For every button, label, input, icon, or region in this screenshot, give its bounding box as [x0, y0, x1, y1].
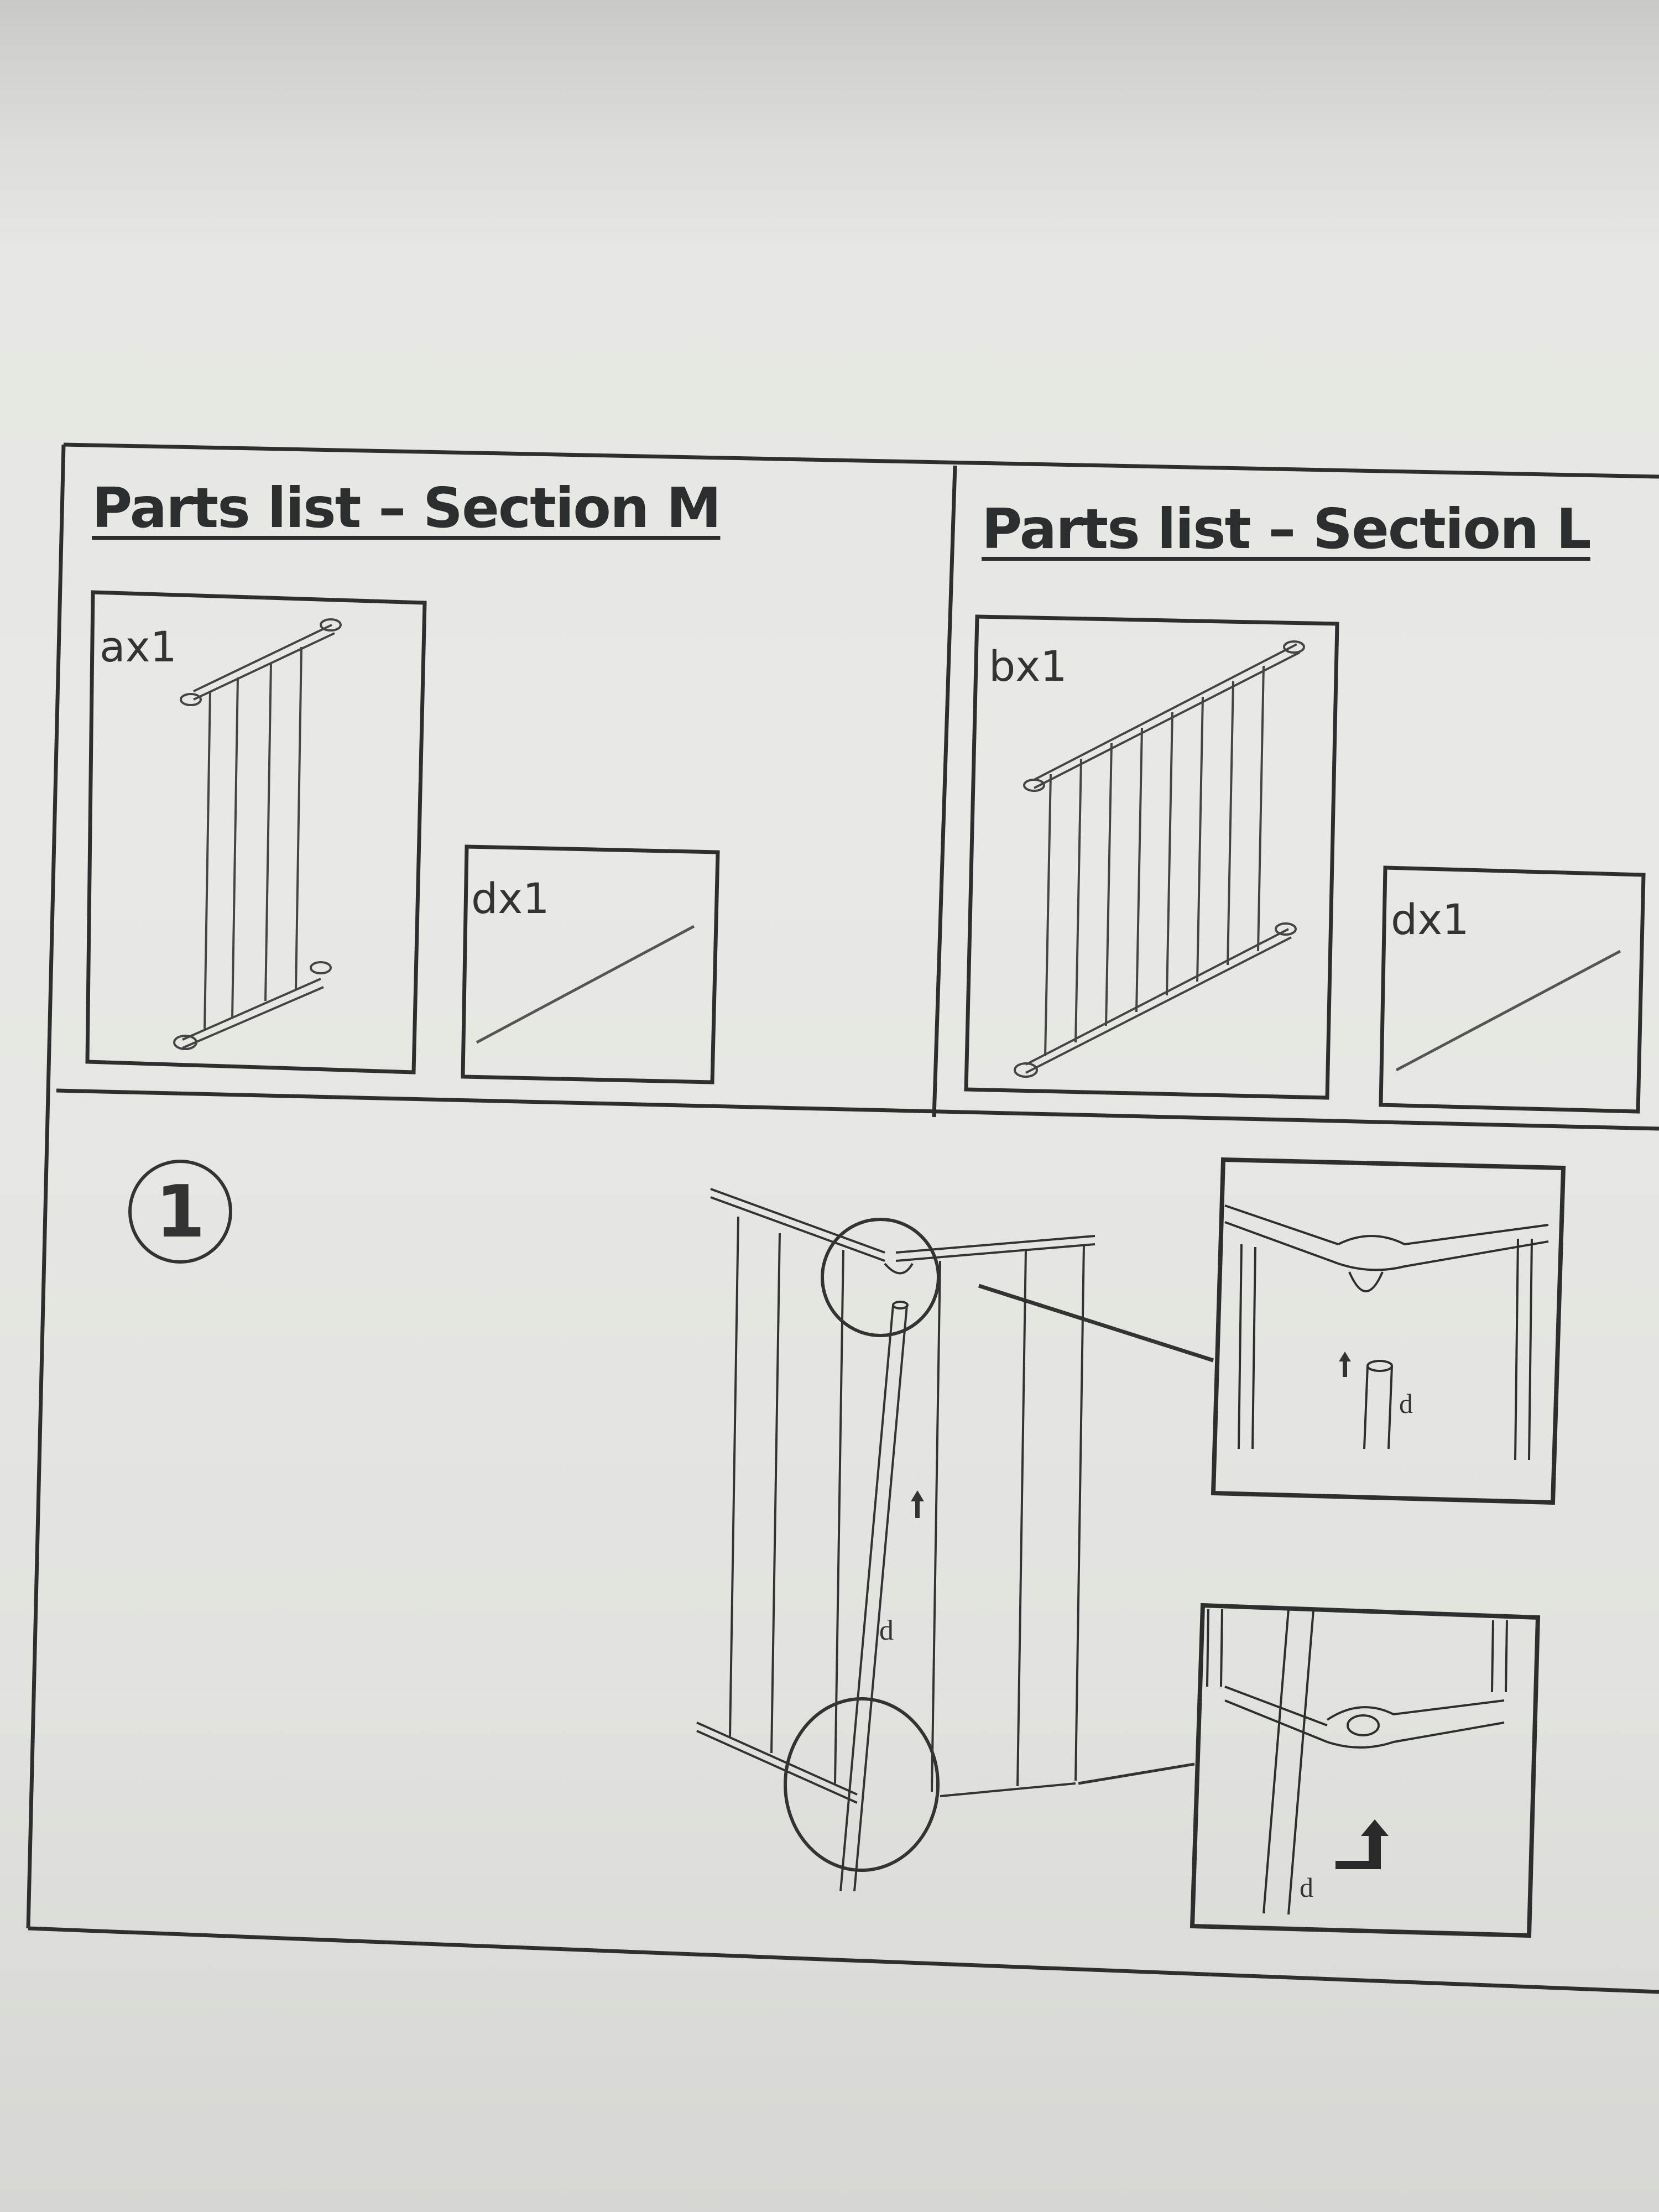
step-number-badge: 1	[128, 1160, 232, 1264]
panel-b-illustration	[1014, 640, 1305, 1078]
rod-label-main: d	[879, 1615, 894, 1646]
part-box-bx1	[964, 614, 1339, 1100]
panel-a-illustration	[173, 618, 342, 1050]
turn-up-arrow-icon	[1335, 1819, 1389, 1869]
section-m-title: Parts list – Section M	[92, 476, 721, 540]
rod-label-detail-bottom: d	[1300, 1872, 1313, 1903]
part-label-bx1: bx1	[989, 641, 1067, 691]
assembly-illustration	[696, 1188, 1214, 1892]
rod-label-detail-top: d	[1399, 1388, 1413, 1419]
detail-inset-bottom	[1190, 1603, 1541, 1938]
part-label-dx1-m: dx1	[471, 874, 550, 923]
part-box-dx1-l	[1379, 865, 1646, 1114]
up-arrow-icon	[1339, 1352, 1351, 1377]
part-box-ax1	[85, 590, 427, 1074]
rod-d-illustration	[1395, 950, 1621, 1072]
part-box-dx1-m	[461, 844, 720, 1084]
detail-circle-bottom	[784, 1697, 940, 1872]
part-label-dx1-l: dx1	[1391, 895, 1469, 944]
part-label-ax1: ax1	[100, 622, 177, 671]
up-arrow-icon	[911, 1490, 924, 1518]
detail-circle-top	[821, 1218, 940, 1337]
rod-d-illustration	[476, 925, 695, 1044]
section-l-title: Parts list – Section L	[982, 497, 1592, 561]
detail-inset-top	[1211, 1157, 1566, 1505]
